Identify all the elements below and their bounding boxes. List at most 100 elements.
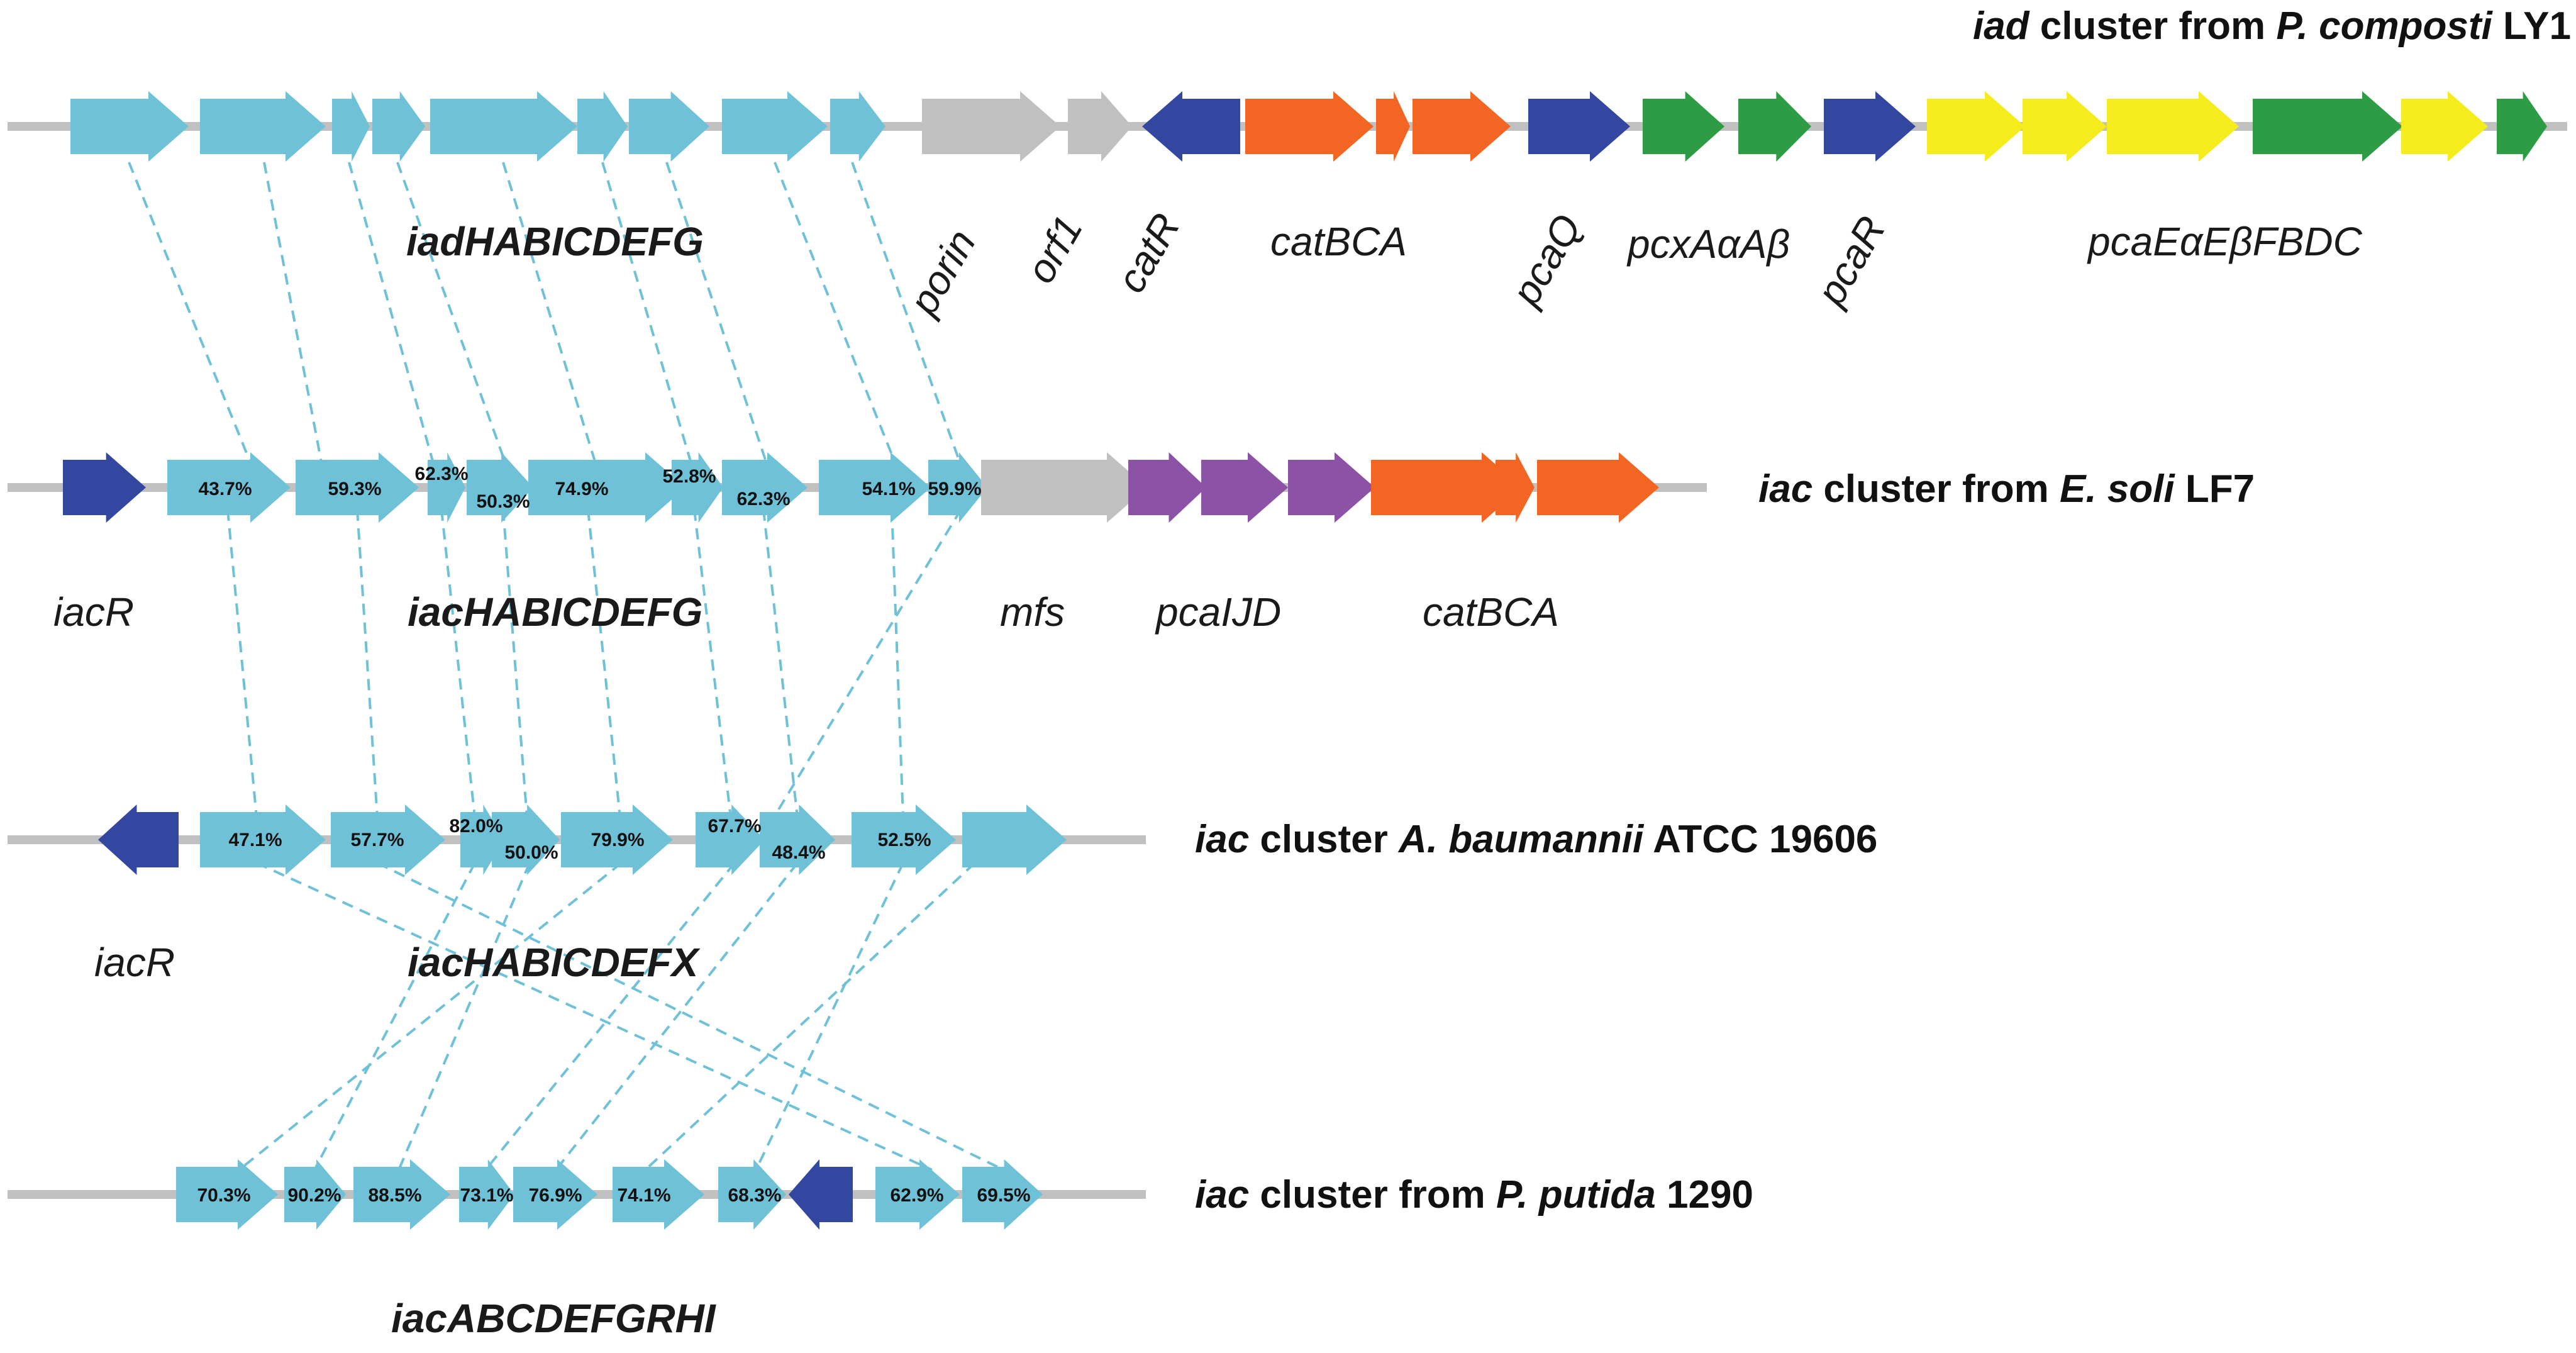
gene-arrow <box>284 1159 346 1230</box>
gene-arrow <box>2253 91 2402 162</box>
percent-label: 59.3% <box>328 479 381 499</box>
percent-labels-c3: 47.1% 57.7% 82.0% 50.0% 79.9% 67.7% 48.4… <box>228 816 931 863</box>
cluster-title-c3: iac cluster A. baumannii ATCC 19606 <box>1195 818 1877 861</box>
gene-arrow <box>353 1159 450 1230</box>
backbones <box>8 122 2567 1199</box>
homology-connector <box>238 862 623 1171</box>
percent-label: 90.2% <box>287 1185 341 1206</box>
gene-arrow <box>760 805 835 875</box>
cluster-title-c4: iac cluster from P. putida 1290 <box>1195 1173 1753 1217</box>
gene-label: iacR <box>94 940 175 985</box>
percent-label: 88.5% <box>368 1185 421 1206</box>
homology-connector <box>555 862 799 1171</box>
gene-arrow <box>1245 91 1374 162</box>
gene-label: catBCA <box>1270 219 1407 264</box>
gene-arrow <box>1496 452 1535 523</box>
gene-label: iacHABICDEFX <box>408 940 701 985</box>
homology-connector <box>256 862 933 1171</box>
gene-arrow <box>722 91 828 162</box>
percent-label: 70.3% <box>197 1185 250 1206</box>
homology-connector <box>774 162 897 466</box>
percent-label: 74.1% <box>617 1185 670 1206</box>
percent-label: 50.0% <box>504 842 558 863</box>
title-part: cluster <box>1249 818 1399 861</box>
gene-label: iacR <box>53 589 134 635</box>
gene-label: iadHABICDEFG <box>406 219 704 264</box>
gene-arrow <box>528 452 686 523</box>
percent-label: 57.7% <box>350 830 404 850</box>
homology-connector <box>396 162 508 466</box>
percent-label: 52.8% <box>662 466 716 487</box>
gene-row-c1 <box>70 91 2547 162</box>
homology-connector <box>440 509 476 818</box>
percent-label: 68.3% <box>728 1185 781 1206</box>
gene-arrow <box>167 452 291 523</box>
homology-connector <box>484 862 736 1171</box>
gene-row-c4 <box>176 1159 1043 1230</box>
title-part: cluster from <box>2029 4 2277 48</box>
gene-arrow <box>613 1159 704 1230</box>
gene-arrow <box>561 805 673 875</box>
percent-label: 69.5% <box>977 1185 1030 1206</box>
homology-connector <box>891 509 904 818</box>
homology-connector <box>502 162 597 466</box>
homology-connector <box>397 862 531 1171</box>
gene-arrow <box>2401 91 2488 162</box>
homology-connector <box>601 162 693 466</box>
gene-arrow <box>1927 91 2025 162</box>
title-part: iad <box>1973 4 2030 48</box>
gene-arrow <box>1376 91 1410 162</box>
homology-connectors <box>128 162 1004 1171</box>
title-part: P. composti <box>2276 4 2493 48</box>
gene-arrow <box>789 1159 853 1230</box>
percent-label: 59.9% <box>928 479 981 499</box>
percent-label: 82.0% <box>449 816 502 837</box>
cluster-title-c2: iac cluster from E. soli LF7 <box>1758 467 2255 511</box>
gene-row-c2 <box>63 452 1659 523</box>
gene-arrow <box>296 452 419 523</box>
homology-connector <box>502 509 528 818</box>
gene-arrow <box>331 805 445 875</box>
gene-arrow <box>1142 91 1240 162</box>
percent-label: 43.7% <box>198 479 252 499</box>
gene-label: orf1 <box>1018 208 1091 291</box>
homology-connector <box>356 509 379 818</box>
title-part: P. putida <box>1496 1173 1656 1217</box>
percent-label: 62.9% <box>890 1185 943 1206</box>
percent-label: 76.9% <box>528 1185 582 1206</box>
homology-connector <box>755 862 904 1171</box>
title-part: LF7 <box>2175 467 2255 511</box>
homology-connector <box>128 162 253 466</box>
homology-connector <box>587 509 621 818</box>
gene-arrow <box>1824 91 1916 162</box>
gene-label: pcaIJD <box>1155 589 1281 635</box>
homology-connector <box>693 509 732 818</box>
gene-label: porin <box>900 222 985 323</box>
homology-connector <box>313 862 476 1171</box>
gene-arrow <box>176 1159 278 1230</box>
gene-arrow <box>1128 452 1206 523</box>
gene-arrow <box>200 805 326 875</box>
title-part: E. soli <box>2060 467 2175 511</box>
title-part: cluster from <box>1249 1173 1496 1217</box>
homology-connector <box>644 862 976 1171</box>
title-part: LY1 <box>2492 4 2571 48</box>
title-part: cluster from <box>1813 467 2060 511</box>
cluster-title-c1: iad cluster from P. composti LY1 <box>1973 4 2571 48</box>
percent-label: 74.9% <box>555 479 608 499</box>
gene-arrow <box>70 91 189 162</box>
gene-arrow <box>1068 91 1132 162</box>
percent-label: 47.1% <box>228 830 282 850</box>
title-part: A. baumannii <box>1397 818 1645 861</box>
gene-arrow <box>718 1159 786 1230</box>
gene-arrow <box>459 1159 514 1230</box>
percent-label: 79.9% <box>591 830 644 850</box>
gene-label: iacABCDEFGRHI <box>391 1296 716 1341</box>
gene-arrow <box>722 452 808 523</box>
gene-arrow <box>467 452 533 523</box>
percent-label: 50.3% <box>476 491 530 512</box>
gene-label: pcxAαAβ <box>1626 221 1790 267</box>
gene-arrow <box>852 805 956 875</box>
gene-label: pcaEαEβFBDC <box>2087 219 2363 264</box>
